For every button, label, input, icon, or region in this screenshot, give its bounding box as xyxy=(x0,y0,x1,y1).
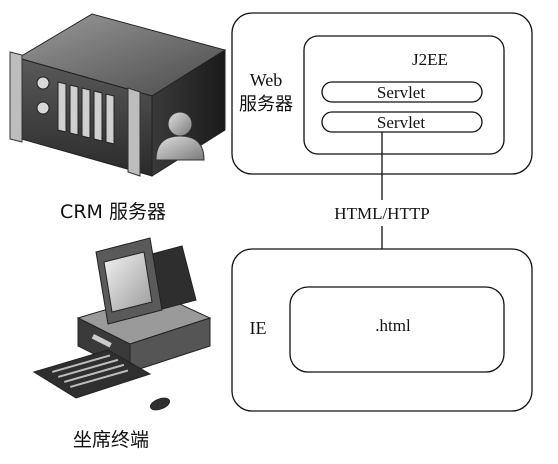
crm-server-caption: CRM 服务器 xyxy=(60,201,166,223)
terminal-caption: 坐席终端 xyxy=(73,429,149,451)
web-server-label-line1: Web xyxy=(250,70,283,90)
connection-label-background xyxy=(318,200,446,226)
ie-label: IE xyxy=(250,318,267,338)
web-server-label-line2: 服务器 xyxy=(239,94,293,115)
servlet-label: Servlet xyxy=(377,113,425,132)
html-page-label: .html xyxy=(375,316,411,335)
user-icon xyxy=(155,111,205,161)
servlet-box xyxy=(321,111,483,133)
html-page-box xyxy=(289,286,505,373)
servlet-label: Servlet xyxy=(377,83,425,102)
connection-label: HTML/HTTP xyxy=(334,204,429,223)
crm-server-icon xyxy=(9,13,227,177)
terminal-computer-icon xyxy=(32,237,212,411)
servlet-box xyxy=(321,81,483,103)
j2ee-label: J2EE xyxy=(412,50,448,69)
